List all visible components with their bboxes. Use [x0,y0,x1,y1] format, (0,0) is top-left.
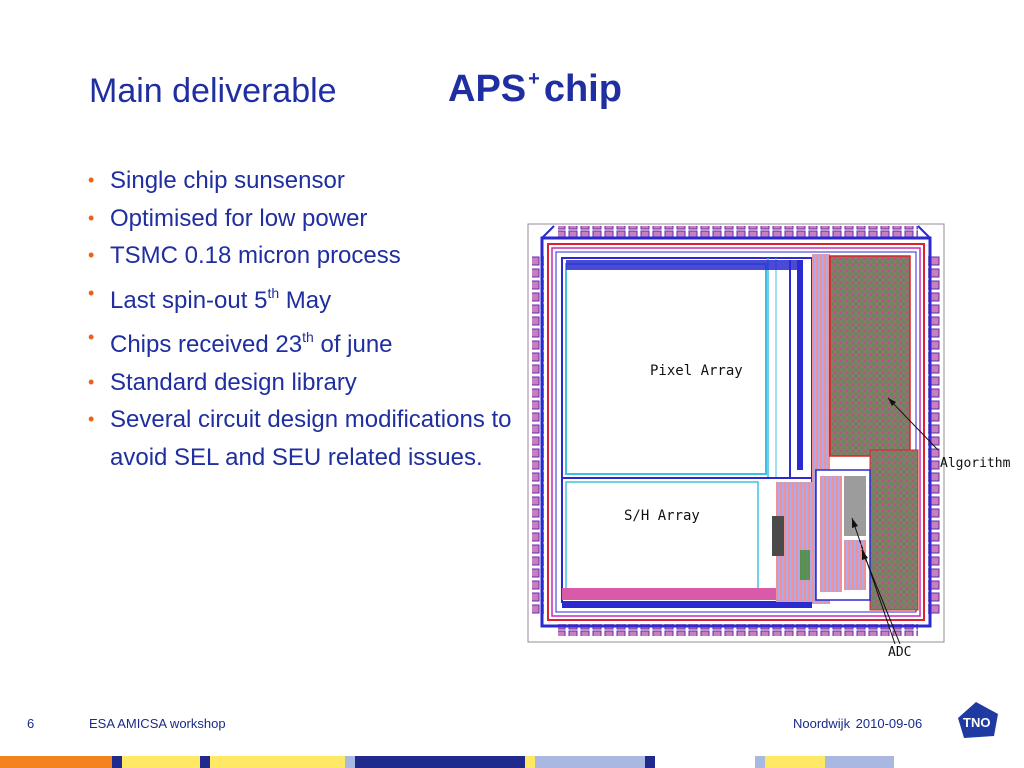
page-number: 6 [27,716,35,731]
footer-color-bar [0,756,1024,768]
subtitle-superscript: + [528,68,540,90]
sh-array-label: S/H Array [624,508,700,524]
bullet-text: TSMC 0.18 micron process [110,242,401,269]
bar-segment [755,756,765,768]
bullet-item: • Optimised for low power [88,200,518,238]
bar-segment [535,756,645,768]
bullet-superscript: th [267,284,280,301]
algorithm-label: Algorithm [940,456,1011,471]
subtitle-tail: chip [543,68,622,110]
bar-segment [122,756,200,768]
bar-segment [200,756,210,768]
bullet-text: Several circuit design modifications to … [110,406,512,471]
footer-event: ESA AMICSA workshop [89,716,226,731]
bar-segment [0,756,112,768]
bullet-text-pre: Last spin-out 5 [110,286,268,314]
bar-segment [655,756,755,768]
bar-segment [525,756,535,768]
bullet-list: • Single chip sunsensor • Optimised for lo… [88,162,518,476]
bar-segment [645,756,655,768]
bullet-superscript: th [302,329,314,345]
logo-text: TNO [963,715,990,730]
bullet-icon: • [88,245,95,265]
bullet-text-pre: Chips received 23 [110,331,303,358]
bar-segment [112,756,122,768]
bar-segment [355,756,525,768]
bullet-item: • Last spin-out 5th May [88,275,518,320]
footer-place-date: Noordwijk 2010-09-06 [793,716,923,731]
bar-segment [345,756,355,768]
bullet-icon: • [88,282,95,303]
tno-logo: TNO [958,702,998,738]
bullet-icon: • [88,207,95,228]
bullet-text: Single chip sunsensor [110,167,345,194]
adc-label: ADC [888,645,911,660]
bullet-text-post: of june [313,331,393,358]
bullet-icon: • [88,327,95,347]
bullet-text-post: May [279,286,332,314]
bar-segment [210,756,345,768]
bullet-icon: • [88,371,95,392]
bullet-text: Optimised for low power [110,204,368,232]
bullet-item: • Several circuit design modifications to… [88,401,518,476]
pixel-array-label: Pixel Array [650,363,743,379]
bullet-item: • TSMC 0.18 micron process [88,237,518,275]
bullet-item: • Single chip sunsensor [88,162,518,200]
bullet-icon: • [88,409,95,429]
bullet-item: • Chips received 23th of june [88,319,518,364]
bullet-icon: • [88,170,95,190]
bar-segment [765,756,825,768]
subtitle-main: APS [448,68,527,110]
bar-segment [825,756,894,768]
slide-subtitle: APS+chip [448,68,622,111]
slide-title: Main deliverable [89,72,337,110]
bullet-text: Standard design library [110,368,357,396]
bullet-item: • Standard design library [88,364,518,402]
chip-layout-image: Pixel Array S/H Array Algorithm ADC [527,223,1011,660]
